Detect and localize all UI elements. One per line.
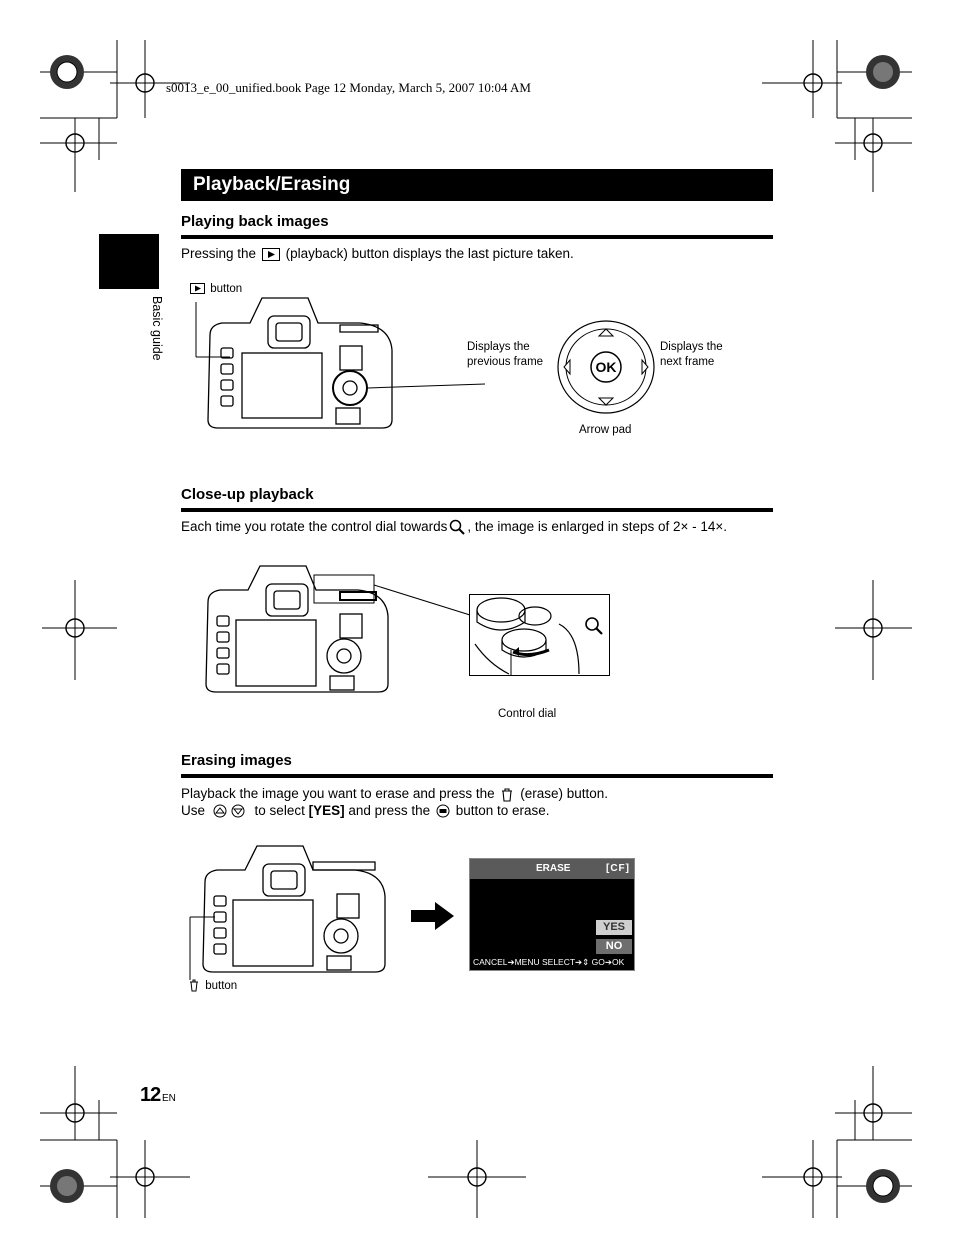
playback-icon [261,247,280,261]
subsection-rule [181,508,773,512]
playing-back-text-before: Pressing the [181,246,257,261]
closeup-text: Each time you rotate the control dial to… [181,519,728,536]
subsection-rule [181,774,773,778]
trash-icon [190,979,198,992]
side-tab-block [99,234,159,289]
trash-icon [502,788,513,802]
subsection-title-playing-back: Playing back images [181,213,329,230]
erase-menu-screen: ERASE [CF] YES NO CANCEL➔MENU SELECT➔⇕ G… [469,858,635,971]
previous-frame-label-line1: Displays the [467,341,530,353]
closeup-text-before: Each time you rotate the control dial to… [181,519,448,534]
closeup-text-after: , the image is enlarged in steps of 2× -… [467,519,728,534]
erase-option-no: NO [596,939,632,954]
section-title: Playback/Erasing [181,169,773,201]
up-down-arrow-icon [213,804,245,818]
arrow-pad-label: Arrow pad [579,424,632,436]
erase-menu-title: ERASE [536,863,571,874]
control-dial-detail [469,594,610,676]
erase-button-label: button [205,980,238,992]
playback-button-callout: button [188,282,242,297]
erasing-line2-use: Use [181,803,206,818]
previous-frame-label-line2: previous frame [467,356,544,368]
erase-card-indicator: [CF] [606,863,630,874]
page-number: 12 [140,1084,161,1106]
camera-back-illustration [195,297,486,429]
next-frame-label: Displays the next frame [660,340,723,370]
camera-back-illustration [189,845,386,980]
erasing-line1-after: (erase) button. [520,786,609,801]
playback-icon [190,283,205,295]
subsection-rule [181,235,773,239]
right-arrow-icon [411,902,454,930]
erase-option-yes: YES [596,920,632,935]
previous-frame-label: Displays the previous frame [467,340,543,370]
erase-button-callout: button [186,979,237,994]
erasing-line2-after: and press the [348,803,431,818]
erasing-line2-end: button to erase. [455,803,550,818]
erasing-line1-before: Playback the image you want to erase and… [181,786,495,801]
next-frame-label-line1: Displays the [660,341,723,353]
ok-button-label: OK [595,359,617,375]
playing-back-text: Pressing the (playback) button displays … [181,246,574,261]
playback-button-label: button [210,283,243,295]
erasing-line2-yes: [YES] [308,803,345,818]
erasing-line2-mid: to select [254,803,305,818]
arrow-pad-illustration [557,320,655,414]
control-dial-label: Control dial [498,708,557,720]
subsection-title-closeup: Close-up playback [181,486,314,503]
page-language: EN [162,1093,176,1104]
erasing-text: Playback the image you want to erase and… [181,785,608,819]
book-header-line: s0013_e_00_unified.book Page 12 Monday, … [166,80,531,95]
next-frame-label-line2: next frame [660,356,715,368]
erase-menu-header: ERASE [CF] [470,859,634,879]
subsection-title-erasing: Erasing images [181,752,292,769]
magnify-icon [450,520,466,536]
erasing-text-line2: Use to select [YES] and press the button… [181,802,608,819]
playing-back-text-after: (playback) button displays the last pict… [285,246,574,261]
side-tab-label: Basic guide [150,296,164,361]
erasing-text-line1: Playback the image you want to erase and… [181,785,608,802]
camera-back-illustration [205,565,471,693]
erase-menu-footer: CANCEL➔MENU SELECT➔⇕ GO➔OK [473,957,625,967]
ok-icon [436,804,450,818]
